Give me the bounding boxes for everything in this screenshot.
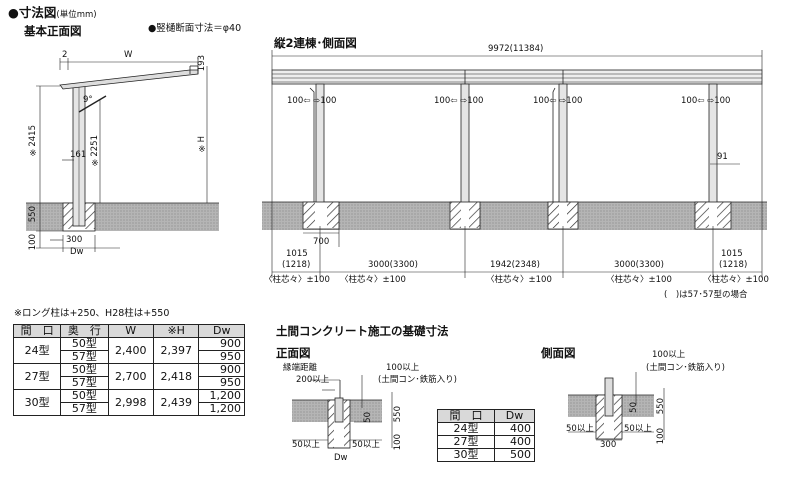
foundation-front-100: 100 [393,434,403,451]
side-core-2: 〈柱芯々〉±100 [340,275,406,285]
front-dim-193: 193 [197,55,207,72]
table-row: 30型 50型 2,998 2,439 1,200 [12,389,245,416]
spec-header-dw: Dw [198,324,245,338]
front-dim-161: 161 [70,150,87,160]
side-span-3: 3000(3300) [614,260,664,270]
foundation-front-50: 50 [363,412,373,423]
side-core-3: 〈柱芯々〉±100 [486,275,552,285]
spec-header-w: W [107,324,154,338]
diagram-title: ●寸法図(単位mm) [8,5,97,20]
front-dim-h: ※H [197,136,207,153]
front-dim-w: W [124,50,133,60]
spec-table: 間 口 奥 行 W ※H Dw 24型 50型 2,400 2,397 900 … [12,324,245,416]
side-dim-100-a: 100⇦ ⇨100 [287,96,337,106]
front-dim-dw: Dw [70,247,84,257]
foundation-side-over100-note: (土間コン･鉄筋入り) [646,363,725,373]
side-dim-100-c: 100⇦ ⇨100 [533,96,583,106]
side-dim-1015-left: 1015 [286,249,308,259]
spec-header-h: ※H [152,324,200,338]
foundation-header-dw: Dw [494,409,535,423]
front-dim-550: 550 [28,206,38,223]
foundation-title: 土間コンクリート施工の基礎寸法 [276,324,449,338]
table-row: 24型 50型 2,400 2,397 900 [12,337,245,364]
side-total-dim: 9972(11384) [488,44,544,54]
front-dim-100: 100 [28,234,38,251]
foundation-front-over100-note: (土間コン･鉄筋入り) [378,375,457,385]
side-span-1: 3000(3300) [368,260,418,270]
foundation-side-over50-right: 50以上 [624,424,652,434]
side-view-drawing [262,50,767,278]
foundation-front-over100: 100以上 [386,363,420,373]
foundation-dw-table: 間 口 Dw 24型 400 27型 400 30型 500 [436,409,535,462]
side-dim-100-b: 100⇦ ⇨100 [434,96,484,106]
side-dim-700: 700 [313,237,330,247]
foundation-edge-label: 縁端距離 [283,363,318,373]
pillar-note: ●竪樋断面寸法＝φ40 [148,23,242,34]
side-model-note: ( )は57･57型の場合 [664,290,748,300]
foundation-front-over50-right: 50以上 [352,440,380,450]
foundation-front-550: 550 [393,406,403,423]
table-row: 57型 950 [14,350,245,364]
table-row: 24型 400 [436,422,535,436]
front-dim-angle: 9° [83,95,93,105]
foundation-front-over50-left: 50以上 [292,440,320,450]
foundation-table-header: 間 口 Dw [436,409,535,423]
foundation-side-300: 300 [600,440,617,450]
side-dim-1218-right: (1218) [719,260,748,270]
table-row: 57型 950 [14,376,245,390]
side-dim-1218-left: (1218) [282,260,311,270]
side-dim-100-d: 100⇦ ⇨100 [681,96,731,106]
side-dim-91: 91 [717,152,728,162]
foundation-side-100: 100 [656,428,666,445]
side-core-1: 〈柱芯々〉±100 [264,275,330,285]
foundation-side-over50-left: 50以上 [566,424,594,434]
side-view-title: 縦2連棟･側面図 [274,36,357,50]
foundation-side-label: 側面図 [541,346,576,360]
foundation-front-dw: Dw [334,453,348,463]
foundation-side-drawing [568,372,665,441]
spec-table-header: 間 口 奥 行 W ※H Dw [12,324,245,338]
front-view-drawing [26,58,219,252]
front-dim-2: 2 [62,50,68,60]
spec-header-width: 間 口 [12,324,62,338]
foundation-side-550: 550 [656,398,666,415]
foundation-side-50: 50 [629,402,639,413]
front-dim-2415: ※2415 [28,125,38,157]
foundation-front-label: 正面図 [276,346,311,360]
table-row: 27型 400 [436,435,535,449]
table-row: 30型 500 [436,448,535,462]
foundation-side-over100: 100以上 [652,350,686,360]
front-dim-300: 300 [66,235,83,245]
long-pillar-note: ※ロング柱は+250、H28柱は+550 [14,308,170,319]
side-dim-1015-right: 1015 [721,249,743,259]
foundation-header-width: 間 口 [436,409,496,423]
table-row: 57型 1,200 [14,402,245,416]
spec-header-depth: 奥 行 [60,324,109,338]
foundation-front-drawing [292,375,393,449]
foundation-edge-value: 200以上 [296,375,330,385]
side-core-5: 〈柱芯々〉±100 [703,275,769,285]
front-view-title: 基本正面図 [24,24,82,38]
side-span-2: 1942(2348) [490,260,540,270]
front-dim-2251: ※2251 [90,135,100,167]
side-core-4: 〈柱芯々〉±100 [606,275,672,285]
table-row: 27型 50型 2,700 2,418 900 [12,363,245,390]
